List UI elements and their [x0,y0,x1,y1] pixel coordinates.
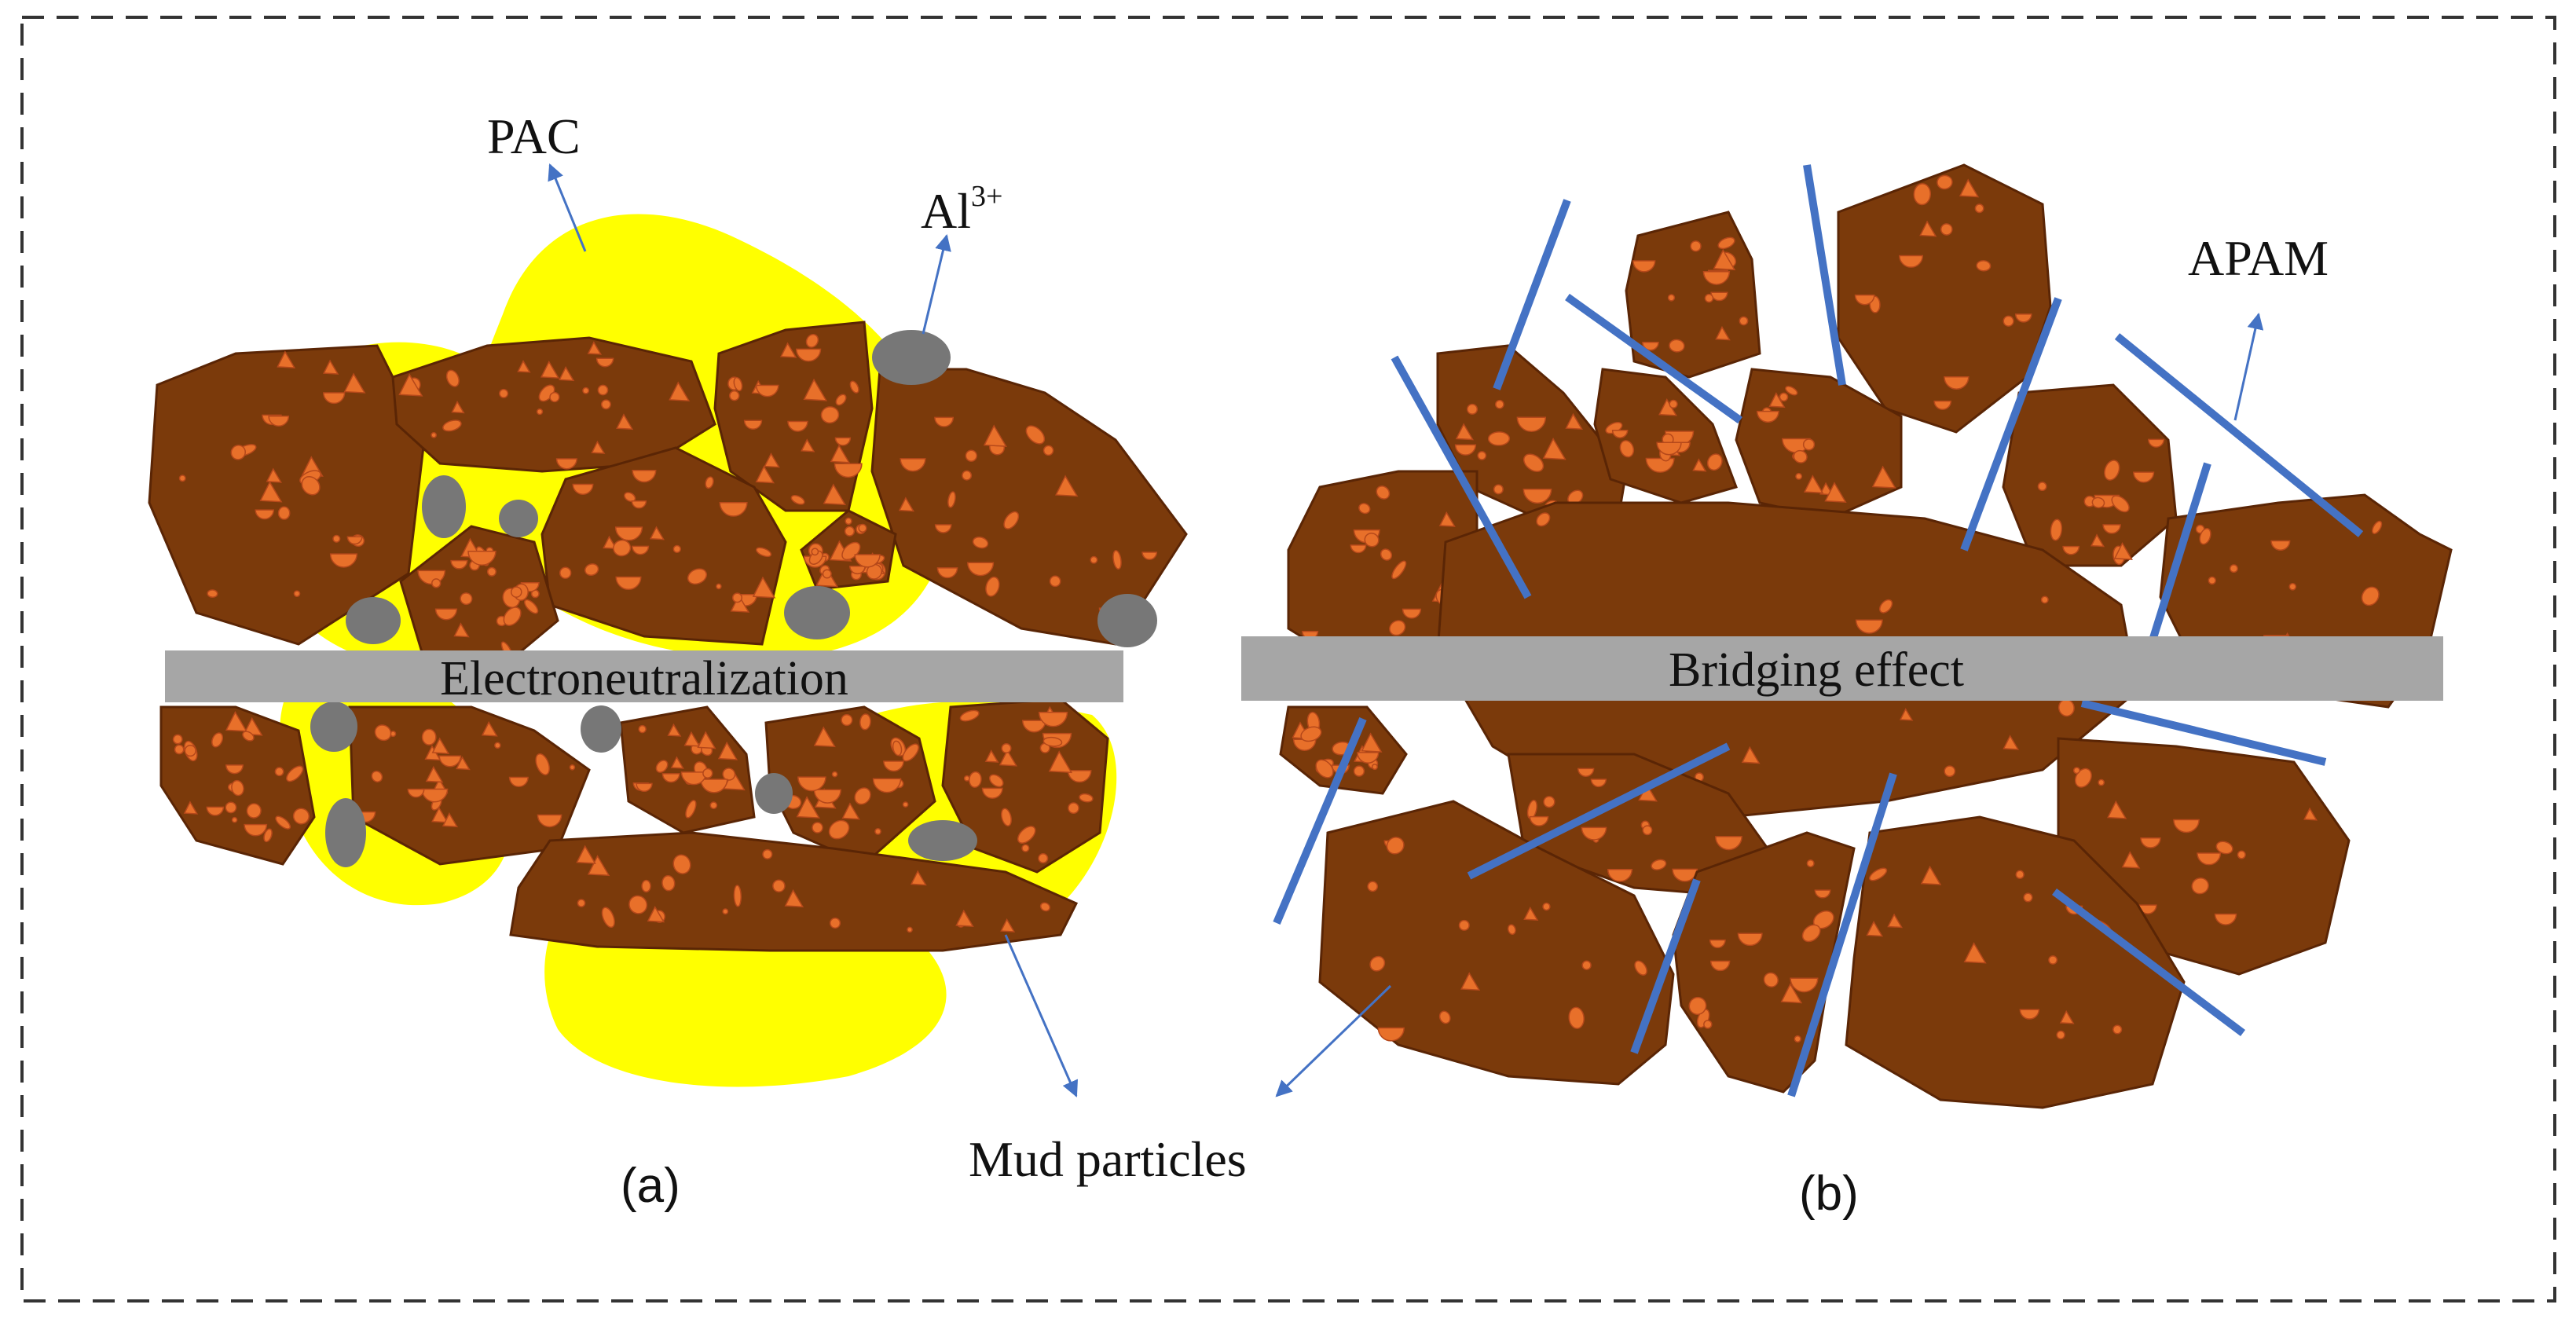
al-ion [325,798,366,867]
panel-a [148,214,1188,1087]
apam-chain [1630,878,1701,1054]
apam-chain [1273,717,1367,925]
mud-particles-a [148,321,1188,952]
al-ions [310,330,1157,867]
apam-chain [1467,742,1731,880]
dashed-frame [20,16,2556,1303]
apam-chain [2052,888,2245,1036]
apam-chain [1391,355,1532,599]
mud-particle [941,698,1109,874]
al-ion [310,702,357,752]
mud-particle [1279,705,1408,795]
mud-particle [509,831,1079,952]
apam-chain [2149,462,2211,642]
mud-particle [1672,831,1856,1094]
apam-chain [2080,699,2327,766]
electroneutralization-bar [165,650,1123,702]
panel-a-label: (a) [621,1159,680,1213]
mud-particles-label: Mud particles [969,1131,1247,1187]
mud-particle [391,336,716,473]
al-ion [422,475,466,538]
al-ion [346,597,401,644]
apam-chain [1493,199,1571,390]
apam-chain [1565,293,1742,424]
mud-particle [399,525,559,661]
electroneutralization-text: Electroneutralization [440,652,848,705]
mud-particle [348,705,591,866]
apam-chain [1803,164,1846,386]
mud-particle [1318,800,1675,1086]
apam-chains [1273,164,2364,1097]
al-arrow [922,233,951,335]
mud-particle [1507,753,1769,897]
mud-particle [159,705,316,866]
al-ion [908,820,977,861]
al-label: Al3+ [921,180,1002,239]
mud-particle [1593,368,1738,504]
mud-arrow-b [1275,984,1392,1097]
apam-chain [2114,333,2364,537]
mud-arrow-a [1004,934,1079,1097]
al-ion [872,330,951,385]
mud-particle [1625,211,1761,379]
mud-particle [1735,368,1903,520]
mud-particle [764,705,936,866]
mud-particle [619,705,756,834]
al-ion [581,705,621,753]
al-ion [1097,594,1157,647]
pac-arrow [548,163,587,252]
apam-chain [1787,772,1897,1097]
al-ion [755,773,793,814]
bridging-effect-text: Bridging effect [1669,643,1964,697]
pac-label: PAC [487,108,581,164]
al-ion [499,500,538,537]
al-ion [784,586,850,639]
panel-b-label: (b) [1799,1167,1859,1221]
apam-chain [1960,297,2062,551]
mud-particle [713,321,874,512]
apam-label: APAM [2188,230,2329,286]
apam-arrow [2233,312,2264,421]
mud-particle [1845,815,2186,1109]
bridging-effect-bar [1241,636,2443,701]
mud-particle [2002,383,2178,567]
mud-particle [540,446,787,646]
mud-particle [148,344,426,646]
mud-particle [800,509,897,591]
